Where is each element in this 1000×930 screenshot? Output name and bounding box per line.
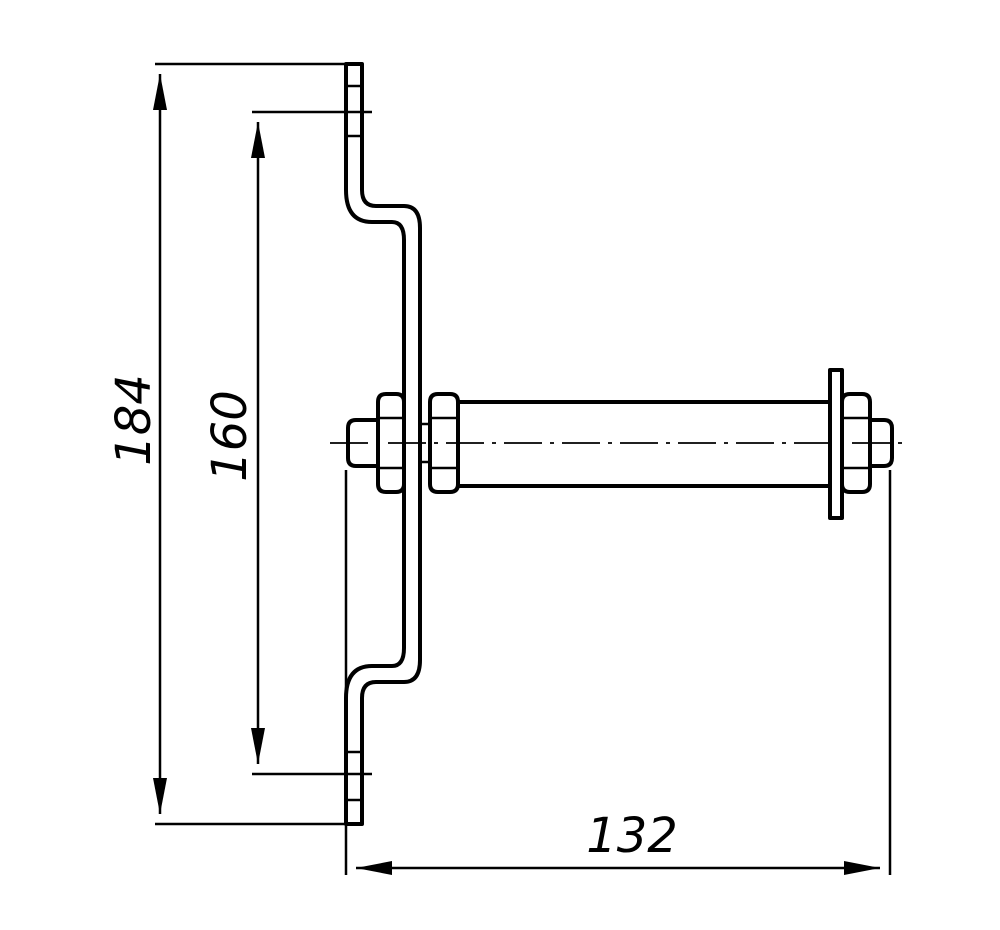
- dimension-hole-spacing: 160: [202, 110, 372, 776]
- dimension-label-184: 184: [106, 374, 162, 466]
- nut-right: [840, 392, 872, 494]
- dimension-label-160: 160: [202, 390, 258, 482]
- nut-left-outer: [376, 392, 406, 494]
- dimension-overall-height: 184: [106, 62, 346, 826]
- dimension-overall-width: 132: [344, 470, 892, 875]
- bracket-plate: [344, 62, 422, 826]
- dimension-label-132: 132: [586, 808, 678, 864]
- axle-assembly: [330, 368, 906, 520]
- axle-tube: [456, 400, 832, 488]
